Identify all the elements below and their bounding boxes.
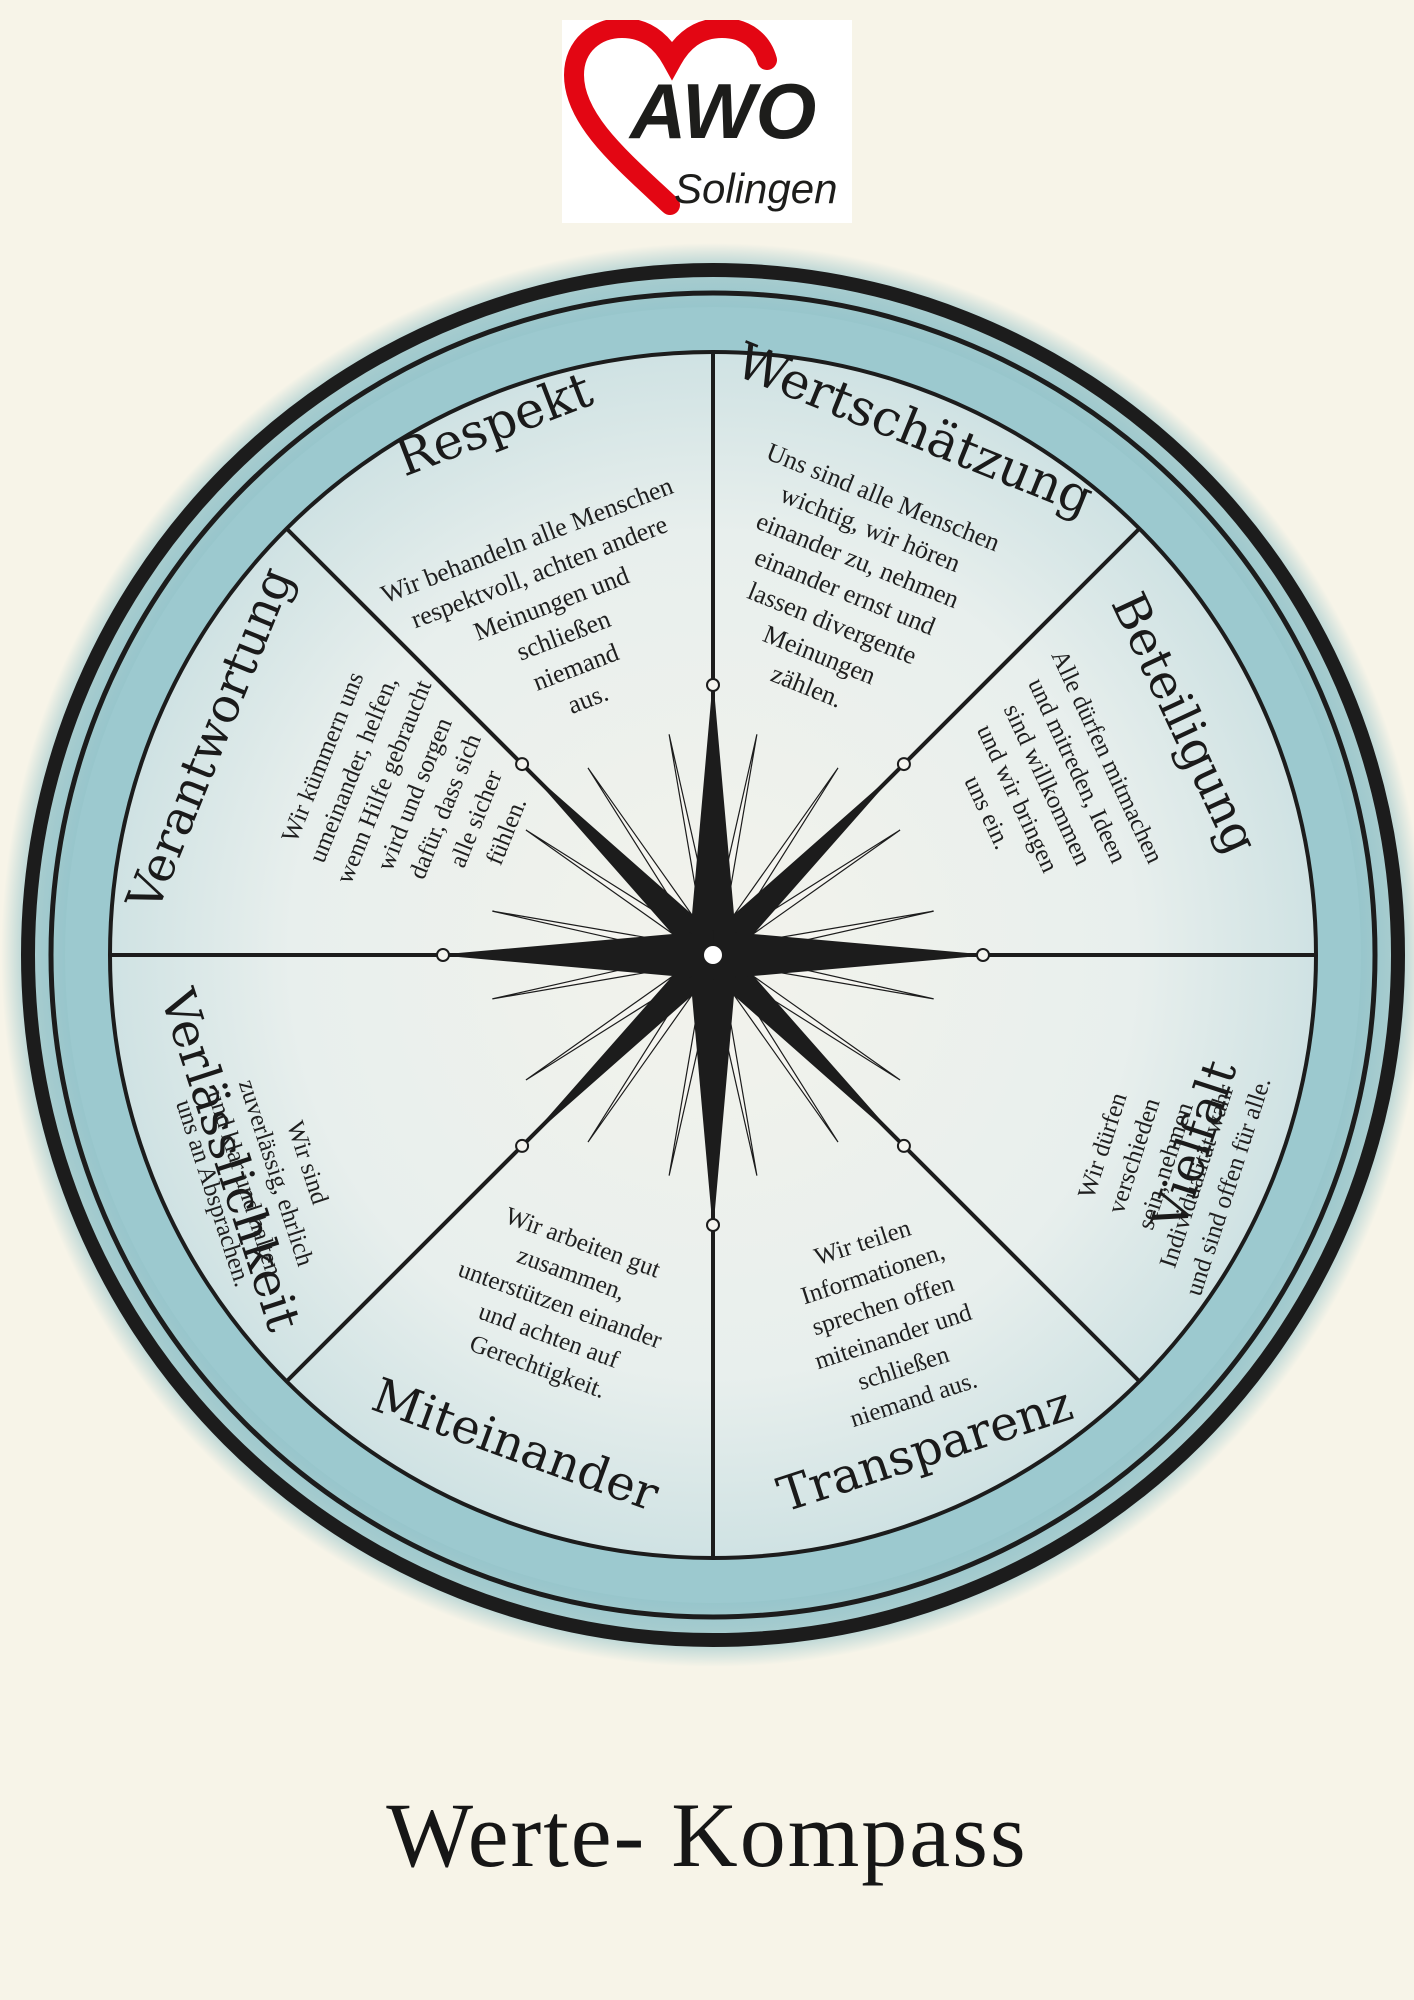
rose-tip-marker: [706, 678, 720, 692]
rose-tip-marker: [706, 1218, 720, 1232]
segment-description-transparenz: Wir teilenInformationen,sprechen offenmi…: [781, 1205, 996, 1438]
logo-brand-text: AWO: [628, 67, 816, 155]
outer-ring: [21, 263, 1405, 1647]
rose-tip-marker: [515, 757, 530, 772]
heart-icon: [563, 20, 777, 215]
rose-tip-marker: [976, 948, 990, 962]
compass-rose: [436, 678, 990, 1232]
awo-heart-logo-graphic: AWO Solingen: [563, 20, 837, 215]
rose-tip-marker: [896, 1138, 911, 1153]
rose-tip-marker: [436, 948, 450, 962]
rose-tip-marker: [896, 757, 911, 772]
awo-solingen-logo: AWO Solingen: [562, 20, 852, 223]
page-title: Werte- Kompass: [386, 1784, 1028, 1886]
logo-city-text: Solingen: [674, 165, 837, 212]
rose-center: [702, 944, 724, 966]
middle-ring: [48, 290, 1378, 1620]
rose-tip-marker: [515, 1138, 530, 1153]
